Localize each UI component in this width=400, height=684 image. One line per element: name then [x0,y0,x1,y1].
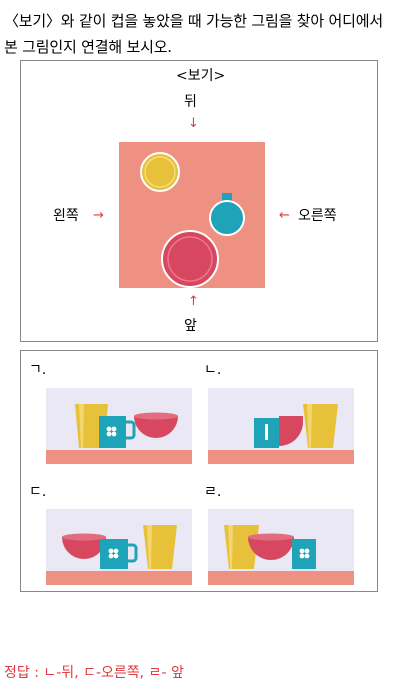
arrow-up-icon: ↑ [188,294,199,309]
example-box: <보기> 뒤 ↓ 왼쪽 → ← 오른쪽 ↑ 앞 [20,60,378,342]
red-bowl-icon [62,537,106,559]
label-right: 오른쪽 [298,208,337,224]
option-label-a: ㄱ. [29,362,47,378]
option-scene-c [46,509,192,585]
options-box: ㄱ. ㄴ. ㄷ. [20,350,378,592]
arrow-right-icon: → [93,208,104,223]
example-title: <보기> [176,68,226,84]
label-left: 왼쪽 [53,208,79,224]
option-label-c: ㄷ. [29,484,47,500]
option-scene-d [208,509,354,585]
question-text: 〈보기〉와 같이 컵을 놓았을 때 가능한 그림을 찾아 어디에서 본 그림인지… [4,12,383,56]
option-scene-b [208,388,354,464]
scene-b-cups [208,404,354,464]
red-bowl-icon [248,537,294,560]
red-bowl-icon [279,416,303,446]
shelf [46,450,192,464]
answer-text: 정답 : ㄴ-뒤, ㄷ-오른쪽, ㄹ- 앞 [4,665,184,681]
blue-mug-icon [99,416,126,448]
label-back: 뒤 [184,94,197,110]
blue-mug-icon [100,539,128,569]
top-view-cups [140,152,245,288]
scene-a-cups [46,404,192,464]
option-label-b: ㄴ. [204,362,222,378]
option-scene-a [46,388,192,464]
blue-mug-icon [292,539,316,569]
scene-c-cups [46,525,192,585]
shelf [46,571,192,585]
shelf [208,450,354,464]
blue-mug-top [209,193,245,236]
red-bowl-top [161,230,219,288]
option-label-d: ㄹ. [204,484,222,500]
table-top-view [119,142,265,288]
arrow-left-icon: ← [279,208,290,223]
arrow-down-icon: ↓ [188,116,199,131]
yellow-cup-top [140,152,180,192]
shelf [208,571,354,585]
red-bowl-icon [134,416,178,438]
scene-d-cups [208,525,354,585]
label-front: 앞 [184,318,197,334]
